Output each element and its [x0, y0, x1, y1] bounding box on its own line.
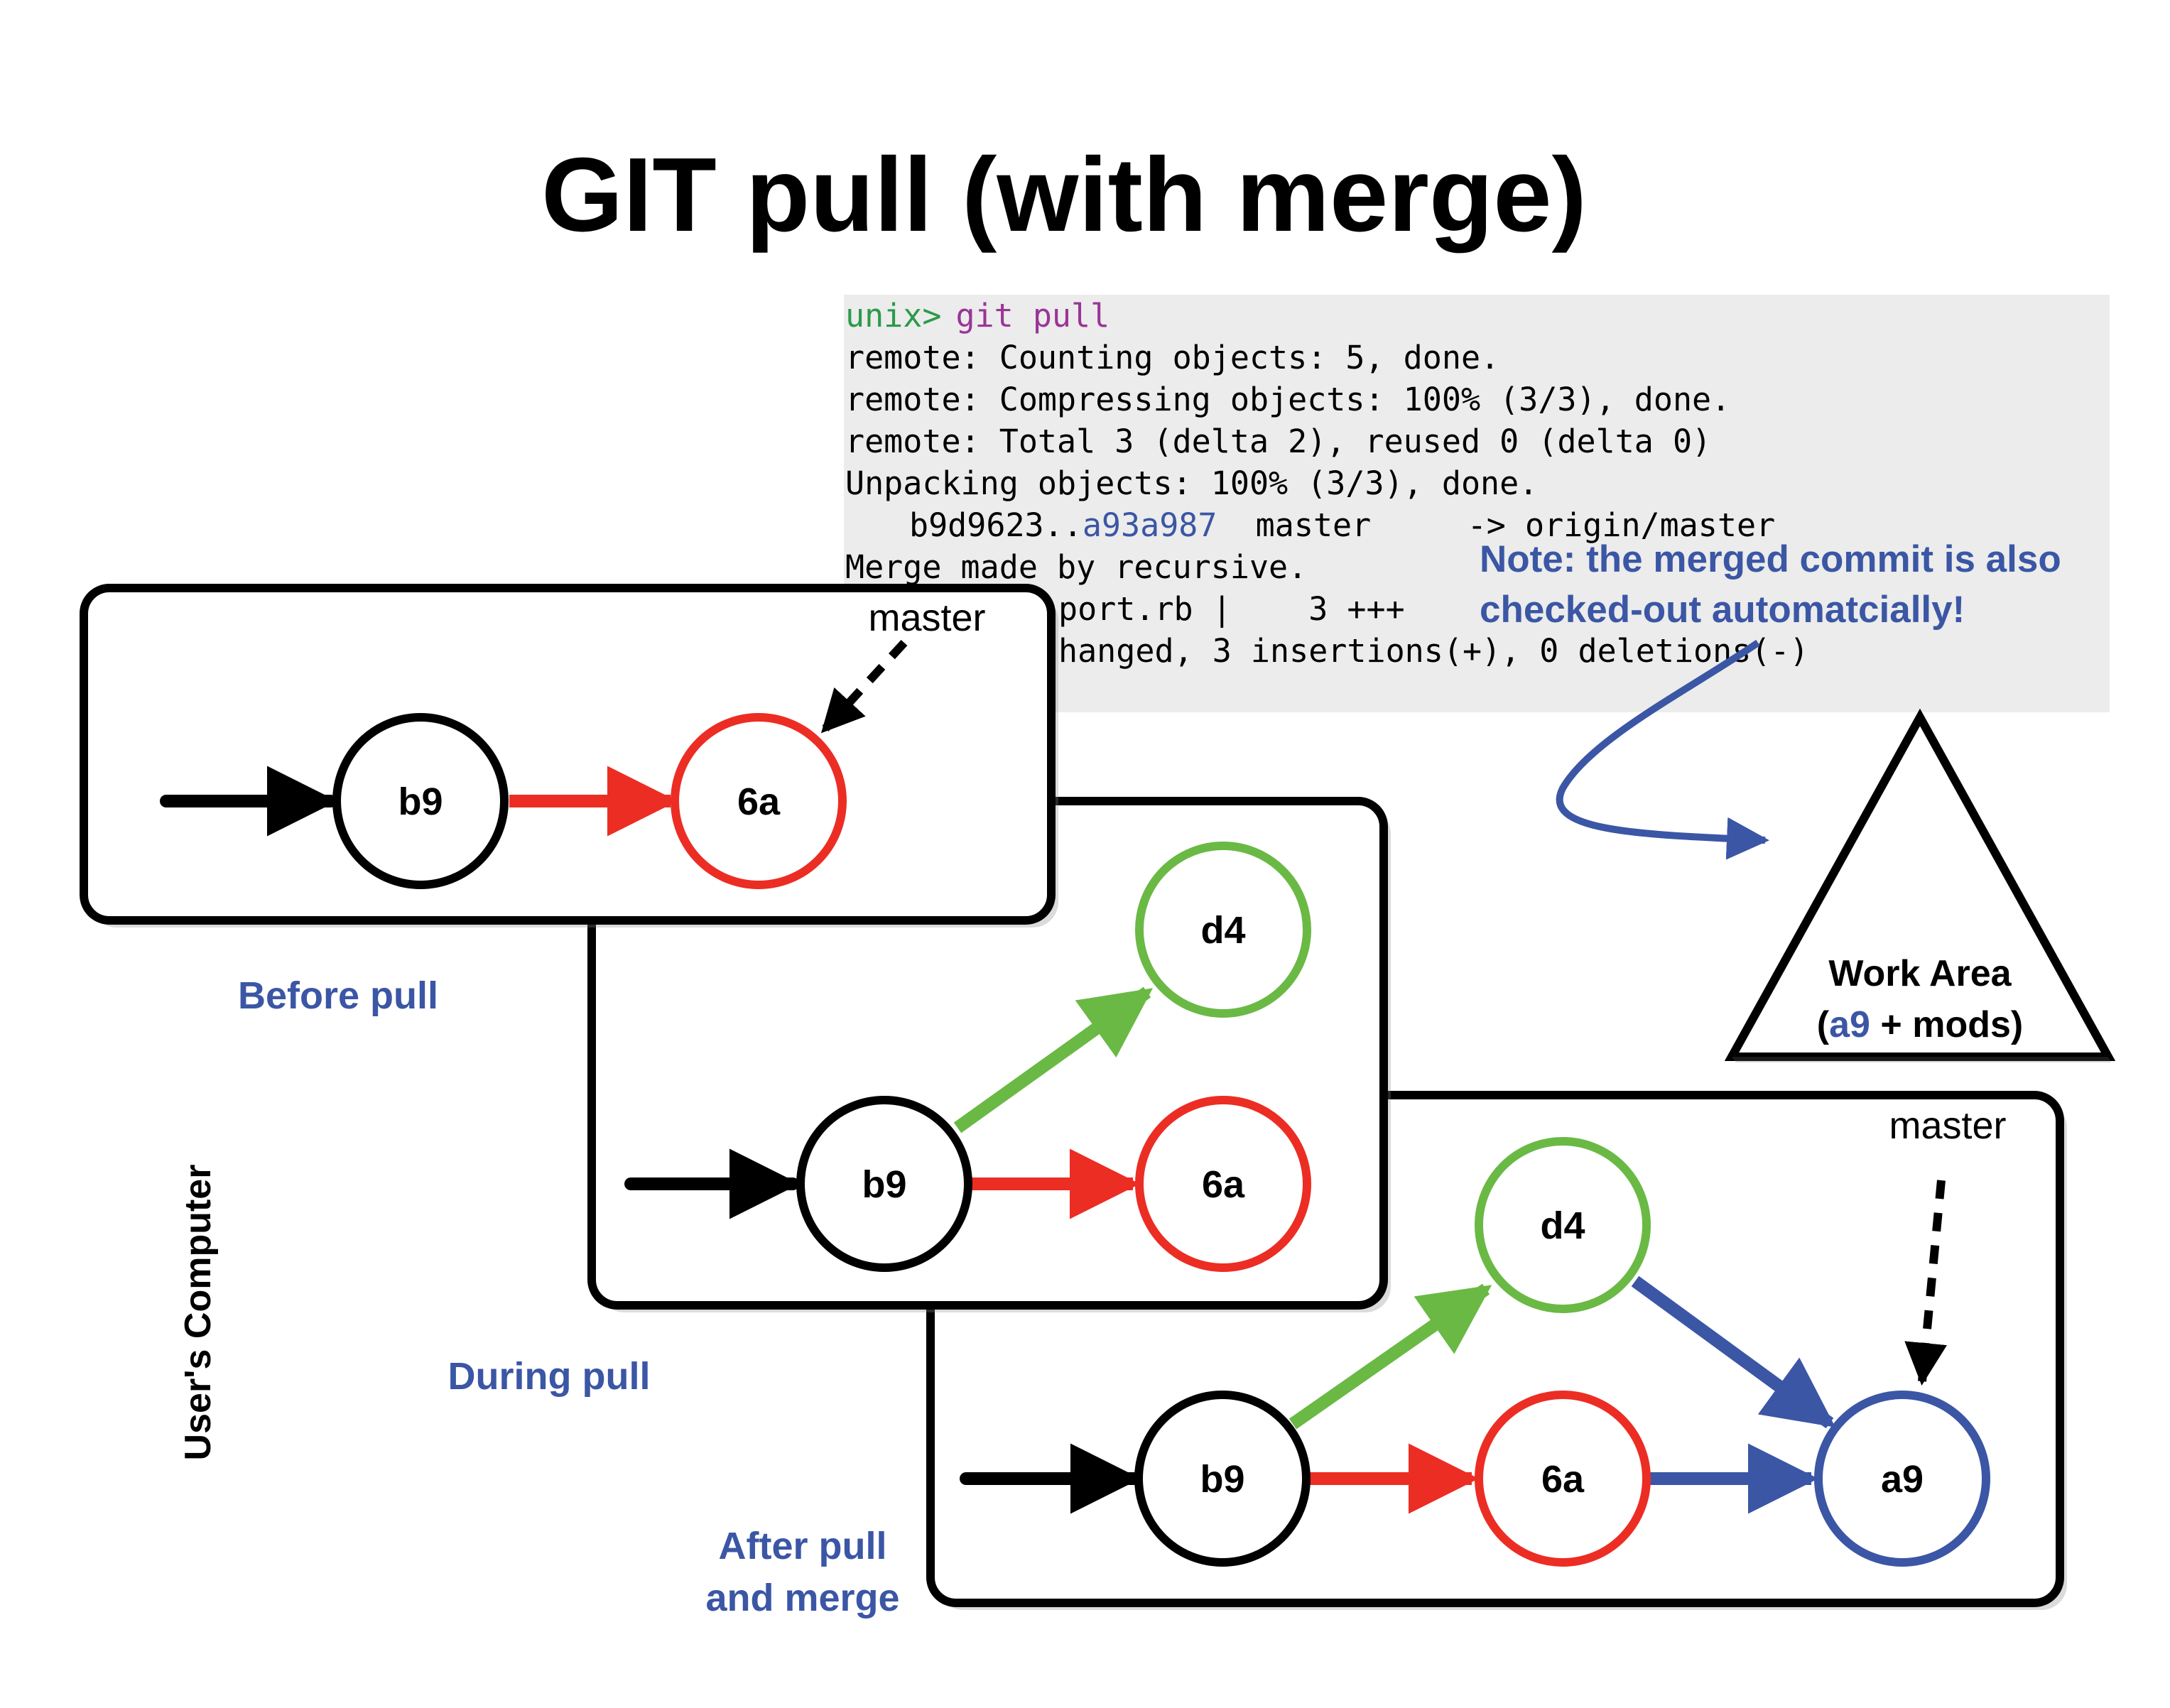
before-commit-b9 — [332, 713, 509, 889]
after-commit-a9 — [1814, 1391, 1990, 1567]
after-master-label: master — [1889, 1104, 2006, 1147]
during-commit-d4 — [1135, 842, 1311, 1018]
terminal-output: unix> git pull remote: Counting objects: … — [844, 295, 2110, 712]
before-b9-label: b9 — [398, 780, 443, 823]
terminal-prompt: unix> — [845, 297, 941, 334]
caption-during-pull: During pull — [448, 1355, 651, 1398]
terminal-merge-line: Merge made by recursive. — [845, 548, 1307, 586]
terminal-range-new: a93a987 — [1083, 506, 1217, 544]
merge-note: Note: the merged commit is also checked-… — [1480, 538, 2061, 860]
terminal-line-2: remote: Compressing objects: 100% (3/3),… — [845, 381, 1730, 418]
after-b9-label: b9 — [1200, 1458, 1244, 1501]
terminal-file-line: port.rb | 3 +++ — [1058, 590, 1405, 628]
panel-during-pull: b9 6a d4 — [587, 797, 1391, 1312]
panel-before-pull: master b9 6a — [80, 584, 1058, 928]
terminal-changed-line: hanged, 3 insertions(+), 0 deletions(-) — [1058, 632, 1809, 670]
side-label: User's Computer — [178, 1165, 219, 1461]
terminal-range-rest: master -> origin/master — [1217, 506, 1776, 544]
after-d4-label: d4 — [1540, 1204, 1585, 1247]
page-title: GIT pull (with merge) — [541, 136, 1587, 254]
terminal-line-1: remote: Counting objects: 5, done. — [845, 339, 1499, 376]
during-6a-label: 6a — [1202, 1163, 1245, 1206]
after-commit-6a — [1475, 1391, 1651, 1567]
terminal-line-3: remote: Total 3 (delta 2), reused 0 (del… — [845, 423, 1711, 460]
terminal-command: git pull — [955, 297, 1110, 334]
after-commit-d4 — [1475, 1137, 1651, 1313]
note-line-1: Note: the merged commit is also — [1480, 538, 2061, 580]
work-area: Work Area (a9 + mods) — [1724, 708, 2116, 1062]
before-6a-label: 6a — [737, 780, 781, 823]
during-commit-b9 — [796, 1096, 972, 1272]
after-commit-b9 — [1134, 1391, 1311, 1567]
work-area-line-1: Work Area — [1828, 953, 2012, 994]
caption-after-line-2: and merge — [705, 1577, 899, 1619]
note-arrow — [1556, 639, 1769, 860]
svg-text:b9d9623..a93a987 master -: b9d9623..a93a987 master -> origin/master — [909, 506, 1775, 544]
caption-after-line-1: After pull — [719, 1525, 887, 1567]
work-area-rest: + mods) — [1870, 1004, 2023, 1045]
caption-before-pull: Before pull — [238, 974, 438, 1017]
terminal-range-old: b9d9623.. — [909, 506, 1083, 544]
after-6a-label: 6a — [1541, 1458, 1585, 1501]
during-b9-label: b9 — [862, 1163, 906, 1206]
work-area-hash: a9 — [1829, 1004, 1870, 1045]
before-commit-6a — [671, 713, 847, 889]
note-line-2: checked-out automatcially! — [1480, 589, 1965, 631]
svg-text:unix>git pull: unix> git pull — [845, 297, 1110, 334]
work-area-paren: ( — [1817, 1004, 1830, 1045]
during-d4-label: d4 — [1200, 909, 1245, 952]
svg-text:(a9 + mods): (a9 + mods) — [1817, 1004, 2023, 1045]
terminal-line-4: Unpacking objects: 100% (3/3), done. — [845, 464, 1538, 502]
after-a9-label: a9 — [1881, 1458, 1924, 1501]
work-area-triangle — [1724, 708, 2116, 1061]
before-master-label: master — [868, 597, 985, 639]
during-commit-6a — [1135, 1096, 1311, 1272]
